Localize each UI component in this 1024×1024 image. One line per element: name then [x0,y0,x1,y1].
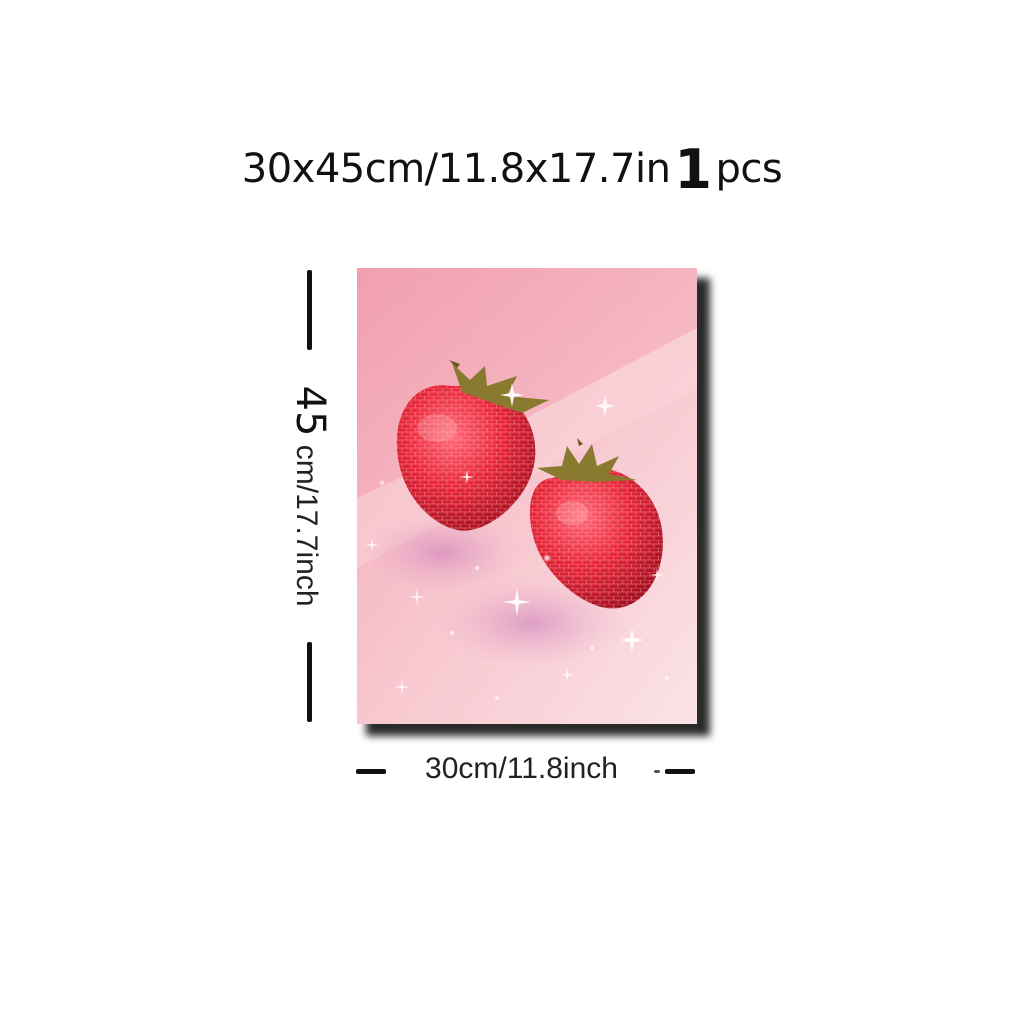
height-dimension-label: 45 cm/17.7inch [287,386,333,607]
size-title-text: 30x45cm/11.8x17.7in [241,146,671,192]
strawberry-right [529,438,663,609]
width-dimension-tick [654,770,660,773]
poster-artwork [357,268,697,724]
strawberry-left [396,360,549,531]
width-dimension-label: 30cm/11.8inch [425,752,618,785]
quantity-number: 1 [674,138,712,201]
height-unit-text: cm/17.7inch [290,444,323,607]
quantity-unit: pcs [715,146,783,192]
strawberry-illustration [357,268,697,724]
height-dimension-line-bottom [307,642,312,722]
width-dimension-line-left [356,769,386,774]
width-dimension-line-right [665,769,695,774]
height-dimension-line-top [307,270,312,350]
height-number: 45 [287,385,333,437]
